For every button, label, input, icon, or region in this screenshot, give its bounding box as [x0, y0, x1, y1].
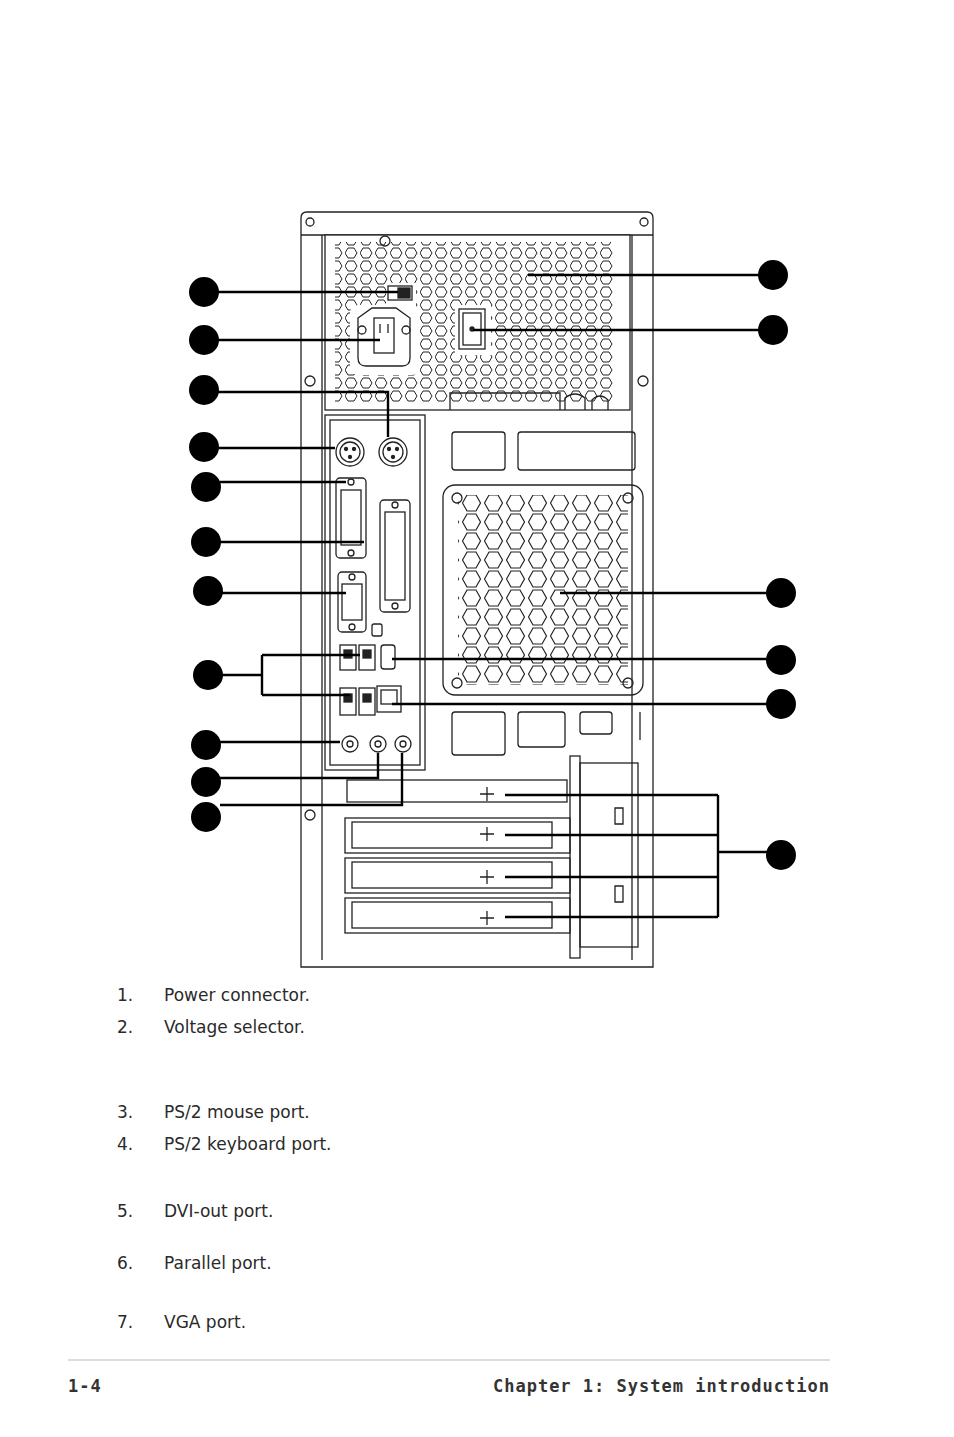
page-number: 1-4 [68, 1376, 102, 1396]
item-description: PS/2 mouse port. [164, 1102, 310, 1122]
item-description: PS/2 keyboard port. [164, 1134, 332, 1154]
chapter-title: Chapter 1: System introduction [493, 1376, 830, 1396]
item-description: VGA port. [164, 1312, 246, 1332]
item-description: DVI-out port. [164, 1201, 273, 1221]
item-description: Parallel port. [164, 1253, 272, 1273]
item-description: Voltage selector. [164, 1017, 305, 1037]
item-number: 7. [117, 1312, 133, 1332]
item-number: 4. [117, 1134, 133, 1154]
item-number: 1. [117, 985, 133, 1005]
item-number: 6. [117, 1253, 133, 1273]
item-number: 3. [117, 1102, 133, 1122]
item-description: Power connector. [164, 985, 310, 1005]
item-number: 5. [117, 1201, 133, 1221]
item-number: 2. [117, 1017, 133, 1037]
